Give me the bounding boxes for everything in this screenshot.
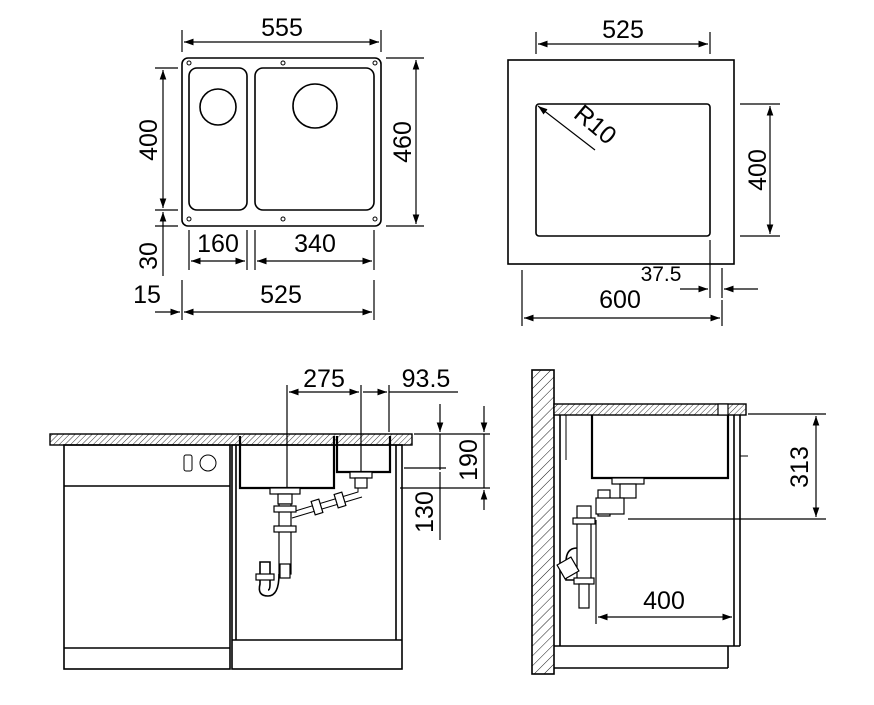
top-left-plan-view: 555 460 400 30 160 340 15 525 xyxy=(133,14,424,320)
dim-overall-height: 460 xyxy=(389,121,417,163)
worktop-outline xyxy=(507,59,735,265)
dim-small-bowl-offset: 93.5 xyxy=(402,365,451,393)
dim-wall-distance: 400 xyxy=(643,587,685,615)
dim-cutout-depth: 400 xyxy=(744,149,772,191)
dim-overall-depth: 190 xyxy=(455,439,483,481)
dim-small-bowl-width: 160 xyxy=(197,230,239,258)
wall-section xyxy=(531,369,555,675)
cutout-outline xyxy=(535,103,711,237)
worktop xyxy=(49,433,413,446)
dishwasher-knob-icon xyxy=(199,454,217,472)
dim-cutout-width: 525 xyxy=(602,16,644,44)
dishwasher xyxy=(63,444,231,670)
side-worktop xyxy=(553,403,747,416)
dim-worktop-depth: 600 xyxy=(599,286,641,314)
dim-back-gap: 37.5 xyxy=(641,263,682,286)
dim-corner-radius: R10 xyxy=(569,99,622,150)
large-bowl-drain xyxy=(292,83,338,129)
dim-edge-offset: 15 xyxy=(133,281,161,309)
dim-drain-offset: 275 xyxy=(303,365,345,393)
sink-outline xyxy=(181,57,382,227)
front-elevation-view: 275 93.5 190 130 xyxy=(49,365,490,670)
dim-overall-width: 555 xyxy=(261,14,303,42)
top-right-cutout-view: 525 R10 400 37.5 600 xyxy=(507,16,780,326)
large-bowl xyxy=(254,67,375,211)
dim-large-bowl-width: 340 xyxy=(294,230,336,258)
side-section-view: 313 400 xyxy=(531,369,826,675)
dim-flange-offset: 30 xyxy=(135,242,163,270)
small-bowl xyxy=(188,67,248,211)
dim-bowl-height: 400 xyxy=(135,119,163,161)
dim-cabinet-width: 525 xyxy=(260,281,302,309)
sink-cabinet xyxy=(231,444,403,670)
small-bowl-drain xyxy=(199,88,237,126)
side-bowl-section xyxy=(590,415,730,480)
dim-drain-height: 130 xyxy=(411,491,439,533)
dim-outlet-height: 313 xyxy=(786,446,814,488)
